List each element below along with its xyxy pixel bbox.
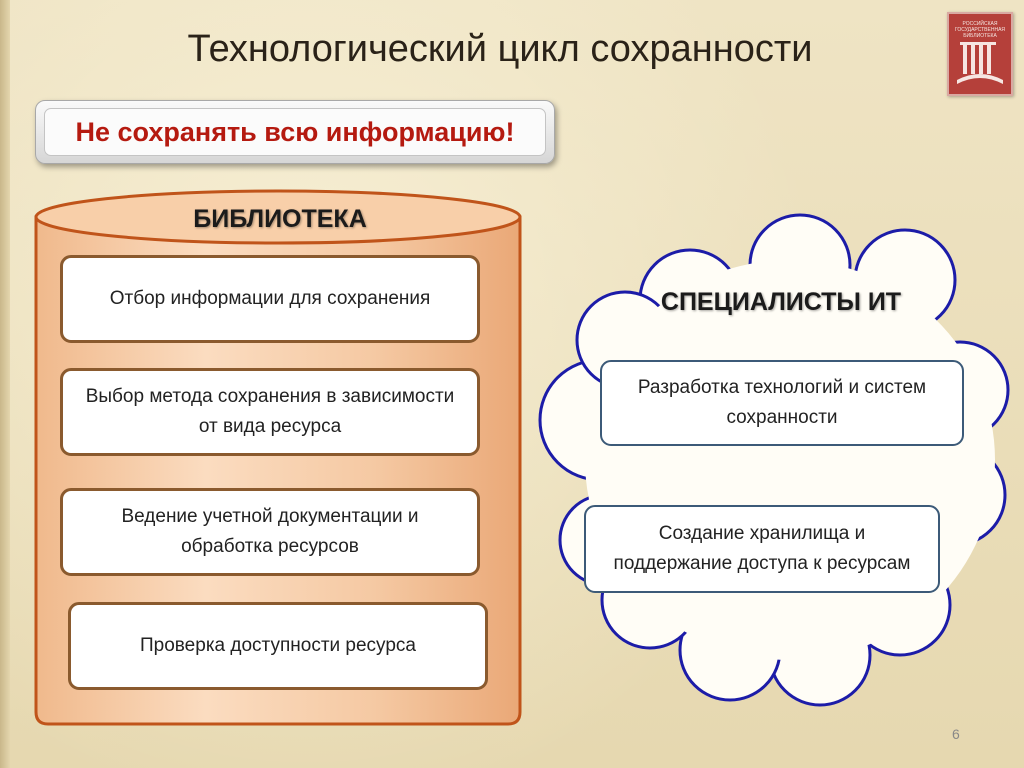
page-number: 6 <box>952 726 960 742</box>
library-step-4: Проверка доступности ресурса <box>68 602 488 690</box>
it-task-2-text: Создание хранилища и поддержание доступа… <box>613 523 911 574</box>
left-decorative-bar <box>0 0 10 768</box>
logo-text-line-3: БИБЛИОТЕКА <box>963 33 997 39</box>
library-step-1-text: Отбор информации для сохранения <box>109 288 431 309</box>
library-step-3-text: Ведение учетной документации и обработка… <box>121 506 419 557</box>
slogan-text: Не сохранять всю информацию! <box>44 108 546 156</box>
library-logo: РОССИЙСКАЯ ГОСУДАРСТВЕННАЯ БИБЛИОТЕКА <box>947 12 1013 96</box>
library-title: БИБЛИОТЕКА <box>193 205 367 233</box>
it-task-1-text: Разработка технологий и систем сохраннос… <box>637 377 927 428</box>
slogan-banner: Не сохранять всю информацию! <box>35 100 555 164</box>
library-step-3: Ведение учетной документации и обработка… <box>60 488 480 576</box>
it-task-2: Создание хранилища и поддержание доступа… <box>584 505 940 593</box>
it-task-1: Разработка технологий и систем сохраннос… <box>600 360 964 446</box>
library-step-1: Отбор информации для сохранения <box>60 255 480 343</box>
logo-text-line-2: ГОСУДАРСТВЕННАЯ <box>955 27 1005 33</box>
slide-title: Технологический цикл сохранности <box>187 28 813 70</box>
it-specialists-title: СПЕЦИАЛИСТЫ ИТ <box>660 288 902 316</box>
library-step-2-text: Выбор метода сохранения в зависимости от… <box>85 386 455 437</box>
logo-text-line-1: РОССИЙСКАЯ <box>963 19 998 27</box>
library-logo-icon: РОССИЙСКАЯ ГОСУДАРСТВЕННАЯ БИБЛИОТЕКА <box>955 19 1005 84</box>
library-step-4-text: Проверка доступности ресурса <box>140 635 416 656</box>
library-step-2: Выбор метода сохранения в зависимости от… <box>60 368 480 456</box>
